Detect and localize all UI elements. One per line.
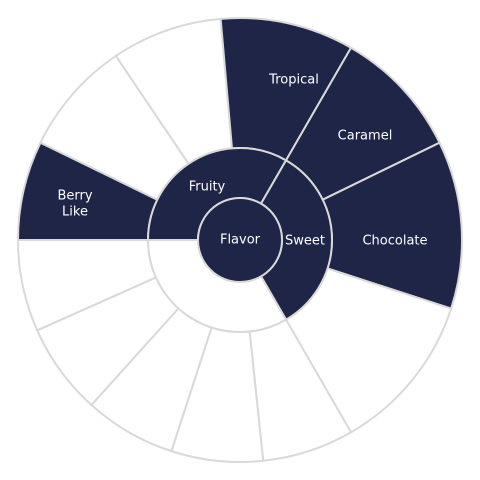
center-segment-flavor[interactable] — [197, 197, 283, 283]
